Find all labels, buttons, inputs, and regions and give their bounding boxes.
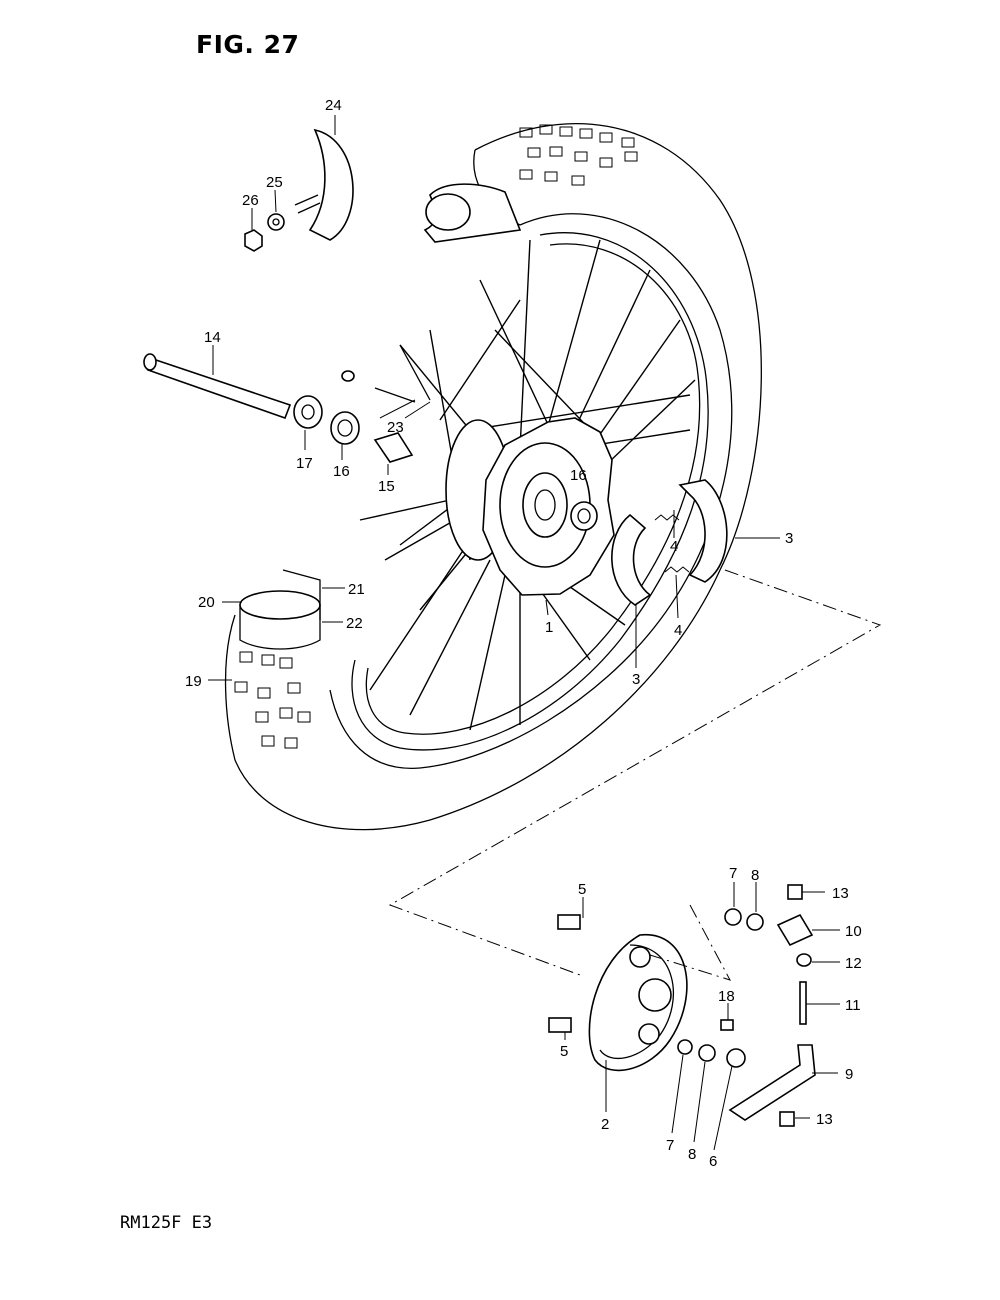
spokes xyxy=(359,239,696,731)
callout-14: 14 xyxy=(204,329,221,346)
callout-19: 19 xyxy=(185,673,202,690)
callout-25: 25 xyxy=(266,174,283,191)
hub xyxy=(445,417,615,596)
brake-shoes xyxy=(611,479,728,606)
assembly-guide-lines xyxy=(388,569,882,981)
callout-17: 17 xyxy=(296,455,313,472)
callout-16-right: 16 xyxy=(570,467,587,484)
callout-10: 10 xyxy=(845,923,862,940)
callout-3-upper: 3 xyxy=(785,530,793,547)
callout-18: 18 xyxy=(718,988,735,1005)
callout-6: 6 xyxy=(709,1153,717,1170)
callout-16-left: 16 xyxy=(333,463,350,480)
axle xyxy=(143,353,414,463)
callout-labels: 24 25 26 14 17 16 15 23 16 3 4 4 3 1 21 … xyxy=(185,97,862,1170)
brake-panel xyxy=(588,934,688,1072)
callout-4-lower: 4 xyxy=(674,622,682,639)
callout-9: 9 xyxy=(845,1066,853,1083)
callout-22: 22 xyxy=(346,615,363,632)
callout-2: 2 xyxy=(601,1116,609,1133)
callout-24: 24 xyxy=(325,97,342,114)
callout-26: 26 xyxy=(242,192,259,209)
callout-21: 21 xyxy=(348,581,365,598)
callout-4-upper: 4 xyxy=(670,538,678,555)
callout-13-lower: 13 xyxy=(816,1111,833,1128)
callout-1: 1 xyxy=(545,619,553,636)
callout-3-lower: 3 xyxy=(632,671,640,688)
callout-8-upper: 8 xyxy=(751,867,759,884)
rim-lock xyxy=(244,128,354,252)
figure-title: FIG. 27 xyxy=(196,30,300,59)
inner-tube xyxy=(423,183,522,243)
callout-20: 20 xyxy=(198,594,215,611)
callout-7-upper: 7 xyxy=(729,865,737,882)
brake-hardware xyxy=(548,884,816,1127)
callout-11: 11 xyxy=(845,997,861,1014)
callout-23: 23 xyxy=(387,419,404,436)
spoke-nipples xyxy=(341,344,431,403)
callout-15: 15 xyxy=(378,478,395,495)
callout-12: 12 xyxy=(845,955,862,972)
bearing-right xyxy=(570,501,598,531)
callout-5-upper: 5 xyxy=(578,881,586,898)
callout-8-lower: 8 xyxy=(688,1146,696,1163)
callout-7-lower: 7 xyxy=(666,1137,674,1154)
leader-lines xyxy=(208,115,840,1151)
rim-band xyxy=(239,569,321,650)
model-code: RM125F E3 xyxy=(120,1213,213,1233)
callout-13-upper: 13 xyxy=(832,885,849,902)
tire xyxy=(224,122,762,831)
callout-5-lower: 5 xyxy=(560,1043,568,1060)
